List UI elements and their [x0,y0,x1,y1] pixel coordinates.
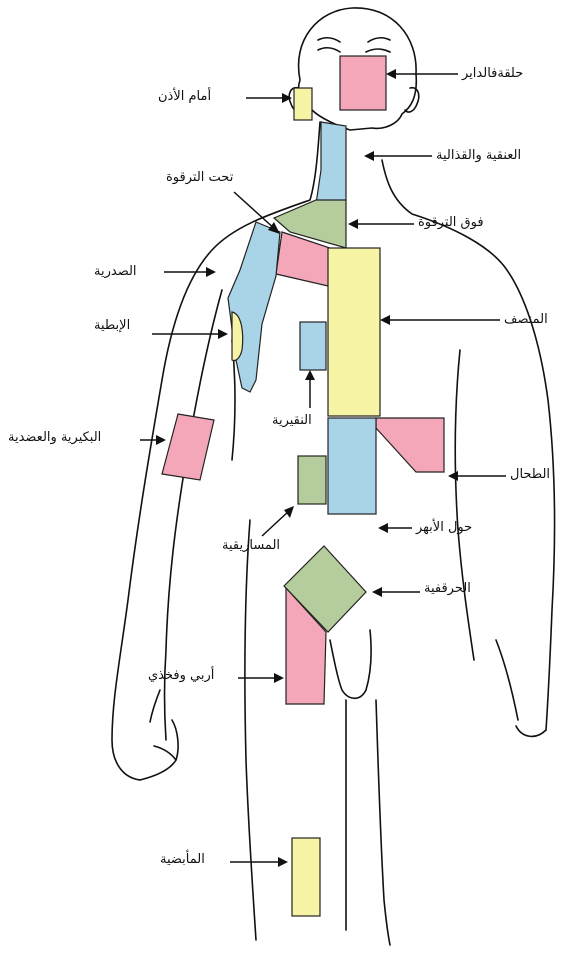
label-paraaortic: النقيرية [272,413,312,429]
label-axillary: الإبطية [94,318,130,334]
label-pericardial: حلقةفالداير [462,66,523,82]
label-supraclavicular: فوق الترقوة [418,215,484,231]
label-inguinal: أربي وفخذي [148,668,214,684]
region-paraaortic [300,322,326,370]
label-mediastinal: المنصف [504,312,548,328]
region-mediastinal [328,248,380,416]
label-epitrochlear: البكيرية والعضدية [8,430,101,446]
label-mesenteric: المساريقية [222,538,280,554]
label-neck: العنقية والقذالية [436,148,521,164]
region-epitrochlear [162,414,214,480]
region-popliteal [292,838,320,916]
region-pectoral [228,222,280,392]
region-mesenteric [298,456,326,504]
label-popliteal: المأبضية [160,852,205,868]
label-splenic: الطحال [510,467,550,483]
label-preauricular: أمام الأذن [158,89,211,105]
label-iliac: الحرقفية [424,581,471,597]
region-preauricular [294,88,312,120]
label-periumbilical: حول الأبهر [416,520,472,536]
label-pectoral: الصدرية [94,264,137,280]
region-neck [316,122,346,204]
region-pericardial [340,56,386,110]
region-splenic [376,418,444,472]
region-periumbilical [328,418,376,514]
label-infraclavicular: تحت الترقوة [166,170,233,186]
